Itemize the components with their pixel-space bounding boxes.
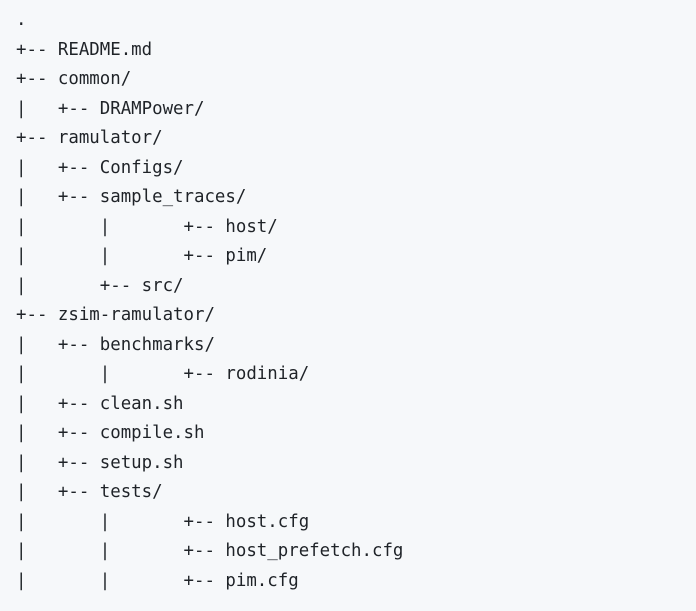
tree-line-benchmarks: | +-- benchmarks/ bbox=[16, 334, 215, 355]
tree-line-compile-sh: | +-- compile.sh bbox=[16, 423, 205, 443]
tree-line-rodinia: | | +-- rodinia/ bbox=[16, 364, 310, 384]
tree-line-readme: +-- README.md bbox=[16, 39, 153, 60]
tree-line-zsim-ramulator: +-- zsim-ramulator/ bbox=[16, 305, 215, 325]
tree-line-root: . bbox=[16, 10, 27, 30]
tree-line-host: | | +-- host/ bbox=[16, 216, 278, 237]
tree-line-sample-traces: | +-- sample_traces/ bbox=[16, 187, 247, 207]
tree-line-configs: | +-- Configs/ bbox=[16, 157, 184, 178]
tree-line-host-cfg: | | +-- host.cfg bbox=[16, 511, 310, 532]
tree-line-src: | +-- src/ bbox=[16, 275, 184, 296]
tree-line-setup-sh: | +-- setup.sh bbox=[16, 452, 184, 473]
tree-line-pim: | | +-- pim/ bbox=[16, 246, 268, 266]
tree-line-clean-sh: | +-- clean.sh bbox=[16, 393, 184, 414]
tree-line-host-prefetch-cfg: | | +-- host_prefetch.cfg bbox=[16, 541, 404, 561]
tree-line-drampower: | +-- DRAMPower/ bbox=[16, 98, 205, 119]
directory-tree: . +-- README.md +-- common/ | +-- DRAMPower… bbox=[16, 6, 696, 596]
tree-line-ramulator: +-- ramulator/ bbox=[16, 128, 163, 148]
tree-line-tests: | +-- tests/ bbox=[16, 482, 163, 502]
tree-line-common: +-- common/ bbox=[16, 69, 132, 89]
tree-line-pim-cfg: | | +-- pim.cfg bbox=[16, 570, 299, 591]
